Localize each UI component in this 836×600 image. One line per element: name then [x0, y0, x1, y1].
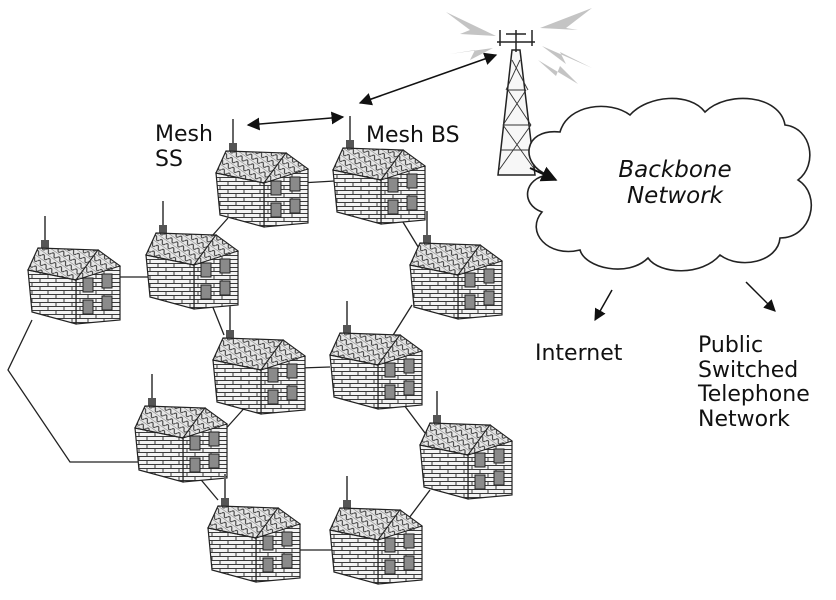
backbone-network-label: Backbone Network — [618, 157, 732, 209]
tower-cloud-arrow — [529, 166, 558, 182]
pstn-arrow — [745, 281, 776, 312]
pstn-label: Public Switched Telephone Network — [698, 333, 810, 432]
backbone-cloud — [526, 97, 813, 272]
houses — [27, 115, 513, 585]
house-mid-left-icon — [145, 200, 239, 310]
house-center-right-icon — [329, 300, 423, 410]
house-left-icon — [27, 215, 121, 325]
bs-tower-wireless-arrow — [358, 52, 498, 106]
house-lower-left-icon — [134, 373, 228, 483]
internet-arrow — [594, 289, 613, 322]
internet-label: Internet — [535, 341, 623, 366]
mesh-links — [7, 180, 431, 551]
house-right-top-icon — [409, 210, 503, 320]
house-bottom-left-icon — [207, 473, 301, 583]
house-bottom-right-icon — [329, 475, 423, 585]
cell-tower-icon — [497, 30, 536, 176]
house-mesh-ss-icon — [215, 118, 309, 228]
house-center-left-icon — [212, 305, 306, 415]
mesh-bs-label: Mesh BS — [366, 123, 460, 148]
ss-bs-wireless-arrow — [246, 111, 345, 131]
signal-rays — [446, 8, 592, 84]
house-lower-right-icon — [419, 390, 513, 500]
mesh-ss-label: Mesh SS — [155, 122, 213, 172]
